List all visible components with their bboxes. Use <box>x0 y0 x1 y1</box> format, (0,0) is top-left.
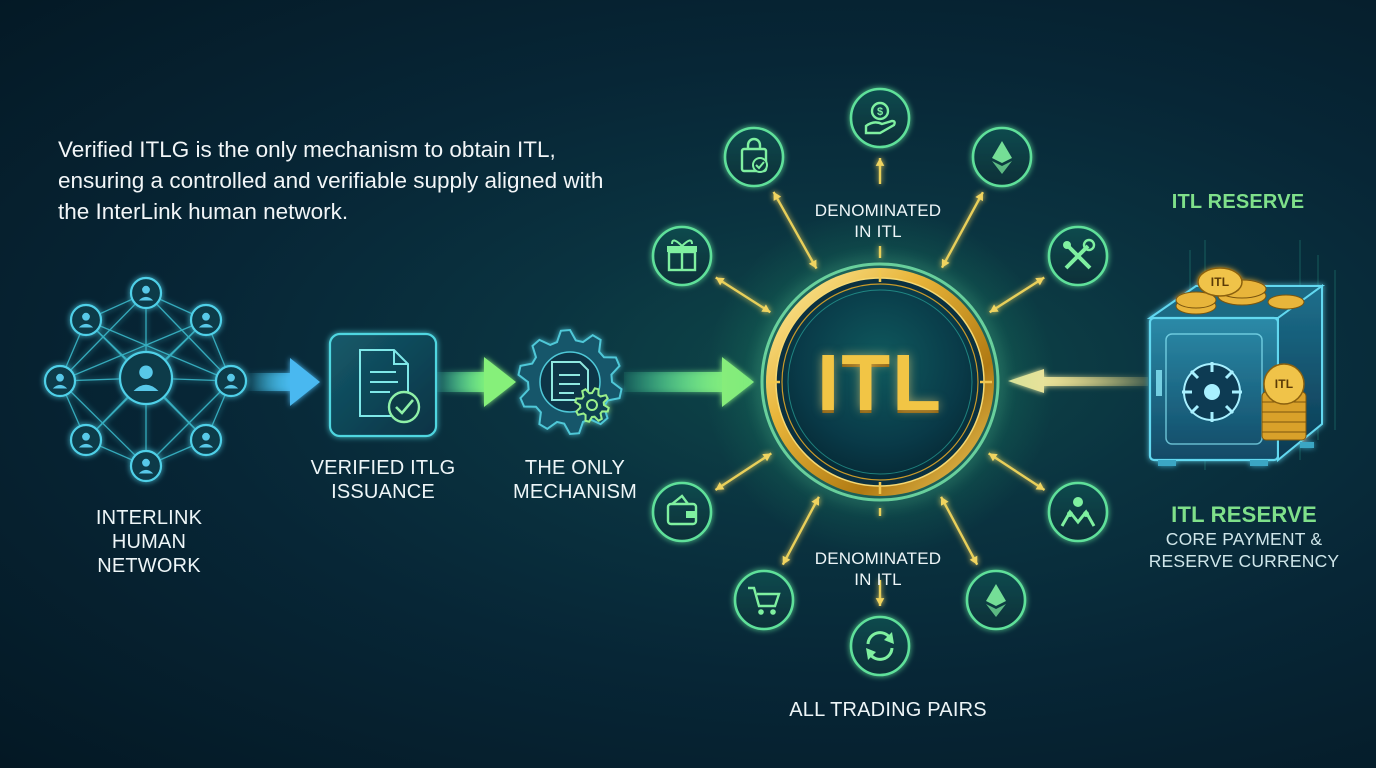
network-person-icon <box>189 303 223 337</box>
spoke-arrow <box>940 496 979 566</box>
network-label-line2: HUMAN NETWORK <box>97 531 201 577</box>
exchange-icon <box>849 615 911 677</box>
gift-icon <box>651 225 713 287</box>
mechanism-gear-icon <box>517 328 623 436</box>
shopping-bag-icon <box>723 126 785 188</box>
reserve-sub1: CORE PAYMENT & <box>1165 529 1323 549</box>
issuance-document-icon <box>328 332 438 438</box>
svg-text:$: $ <box>877 106 883 118</box>
intro-text: Verified ITLG is the only mechanism to o… <box>58 137 604 224</box>
network-people-icon <box>1047 481 1109 543</box>
spoke-arrow <box>781 496 820 566</box>
network-hub-person-icon <box>118 350 174 406</box>
satellite-icons: $ <box>651 87 1109 677</box>
denomination-spokes <box>714 158 1046 606</box>
denominated-bottom-label: DENOMINATED IN ITL <box>800 548 956 590</box>
dollar-hand-icon: $ <box>849 87 911 149</box>
reserve-top-label: ITL RESERVE <box>1171 191 1305 213</box>
spoke-arrow <box>715 276 771 314</box>
reserve-caption: ITL RESERVE CORE PAYMENT & RESERVE CURRE… <box>1126 502 1362 572</box>
mechanism-label-line2: MECHANISM <box>512 481 638 503</box>
mechanism-label-line1: THE ONLY <box>524 457 626 479</box>
spoke-arrow <box>988 452 1046 492</box>
spoke-arrow <box>875 158 885 258</box>
trading-pairs-label: ALL TRADING PAIRS <box>789 699 987 721</box>
issuance-label-line1: VERIFIED ITLG <box>310 457 456 479</box>
network-nodes <box>43 276 248 483</box>
reserve-vault-icon <box>1146 267 1326 466</box>
network-label-line1: INTERLINK <box>95 507 203 529</box>
ethereum-icon <box>965 569 1027 631</box>
mechanism-label: THE ONLY MECHANISM <box>498 456 652 504</box>
wallet-icon <box>651 481 713 543</box>
network-person-icon <box>214 364 248 398</box>
denominated-top-label: DENOMINATED IN ITL <box>800 200 956 242</box>
denominated-bottom-line2: IN ITL <box>854 570 902 589</box>
coin-label: ITL <box>817 338 943 427</box>
spoke-arrow <box>989 276 1045 314</box>
network-label: INTERLINK HUMAN NETWORK <box>64 506 234 578</box>
ethereum-icon <box>971 126 1033 188</box>
vault-coin-label: ITL <box>1210 275 1230 289</box>
spoke-arrow <box>940 191 984 269</box>
flow-arrow-network-to-issuance <box>246 358 320 406</box>
spoke-arrow <box>875 508 885 606</box>
spoke-arrow <box>714 452 772 492</box>
flow-arrow-issuance-to-mechanism <box>436 357 516 407</box>
network-person-icon <box>189 423 223 457</box>
denominated-bottom-line1: DENOMINATED <box>814 549 942 568</box>
shopping-cart-icon <box>733 569 795 631</box>
issuance-label-line2: ISSUANCE <box>331 481 435 503</box>
network-person-icon <box>129 276 163 310</box>
vault-side-coin-label: ITL <box>1274 377 1294 391</box>
network-person-icon <box>69 423 103 457</box>
reserve-title: ITL RESERVE <box>1171 502 1317 527</box>
network-person-icon <box>69 303 103 337</box>
network-person-icon <box>43 364 77 398</box>
denominated-top-line2: IN ITL <box>854 222 902 241</box>
itl-coin <box>705 207 1055 557</box>
network-person-icon <box>129 449 163 483</box>
reserve-sub2: RESERVE CURRENCY <box>1148 551 1340 571</box>
issuance-label: VERIFIED ITLG ISSUANCE <box>296 456 470 504</box>
denominated-top-line1: DENOMINATED <box>814 201 942 220</box>
spoke-arrow <box>772 191 818 270</box>
tools-icon <box>1047 225 1109 287</box>
